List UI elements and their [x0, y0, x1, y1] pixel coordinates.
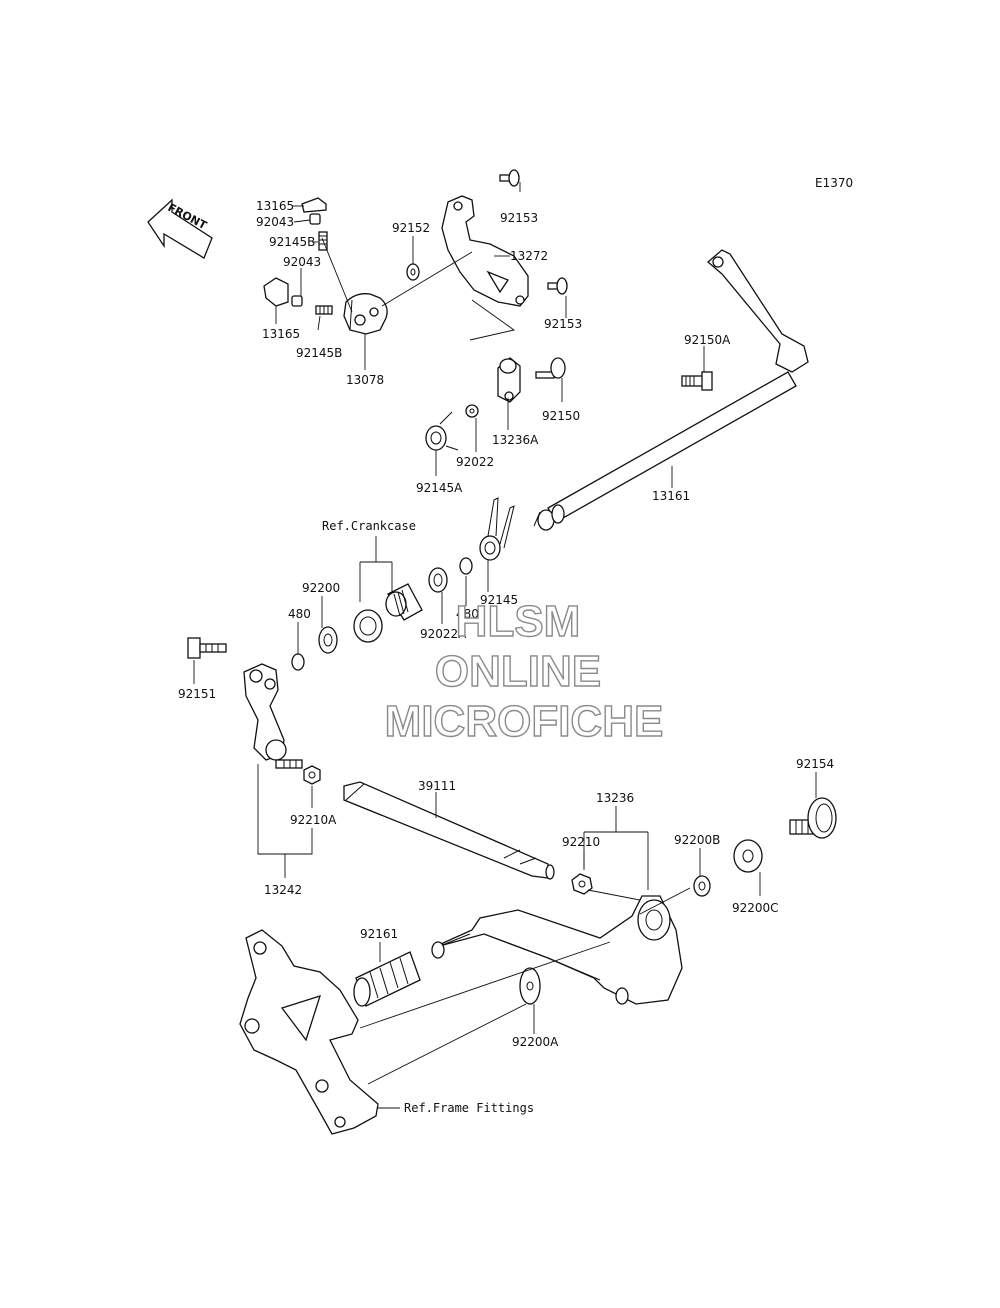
- leaders-right: [639, 772, 817, 915]
- label-39111[interactable]: 39111: [418, 779, 456, 793]
- part-92022-washer[interactable]: [465, 404, 479, 418]
- label-92210[interactable]: 92210: [562, 835, 600, 849]
- watermark-line-1: HLSM: [456, 597, 581, 646]
- part-oil-seal[interactable]: [353, 609, 383, 643]
- label-92022A[interactable]: 92022A: [420, 627, 467, 641]
- label-92161[interactable]: 92161: [360, 927, 398, 941]
- label-13165-upper[interactable]: 13165: [256, 199, 294, 213]
- part-92152-washer[interactable]: [406, 263, 420, 281]
- label-13161[interactable]: 13161: [652, 489, 690, 503]
- part-13242-shift-arm[interactable]: [243, 663, 303, 769]
- part-13078-cam[interactable]: [343, 293, 388, 335]
- leaders-13236: [583, 806, 649, 901]
- part-13272-plate[interactable]: [441, 195, 529, 307]
- part-13161-shaft[interactable]: [533, 249, 809, 531]
- leaders-top-left: [275, 182, 567, 370]
- label-13272[interactable]: 13272: [510, 249, 548, 263]
- label-13078[interactable]: 13078: [346, 373, 384, 387]
- label-13236A[interactable]: 13236A: [492, 433, 539, 447]
- label-92043-upper[interactable]: 92043: [256, 215, 294, 229]
- part-13165-upper[interactable]: [301, 197, 327, 213]
- label-92145A[interactable]: 92145A: [416, 481, 463, 495]
- part-480-circlip-upper[interactable]: [459, 557, 473, 575]
- watermark: HLSM ONLINE MICROFICHE: [384, 596, 664, 746]
- part-92200B-washer[interactable]: [693, 875, 711, 897]
- part-needle-bearing[interactable]: [385, 583, 423, 621]
- label-92200C[interactable]: 92200C: [732, 901, 779, 915]
- part-92154-bolt[interactable]: [789, 797, 837, 839]
- label-13236[interactable]: 13236: [596, 791, 634, 805]
- diagram-code: E1370: [815, 176, 853, 190]
- part-92043-upper[interactable]: [309, 213, 321, 225]
- label-92200A[interactable]: 92200A: [512, 1035, 559, 1049]
- part-92150A-bolt[interactable]: [681, 371, 713, 391]
- label-480-lower[interactable]: 480: [288, 607, 311, 621]
- part-92145-spring[interactable]: [479, 497, 515, 561]
- leaders-frame: [359, 941, 611, 1109]
- label-ref-frame-fittings[interactable]: Ref.Frame Fittings: [404, 1101, 534, 1115]
- part-13236A-link[interactable]: [497, 357, 521, 403]
- leaders-13242: [257, 764, 313, 878]
- part-92153-upper-bolt[interactable]: [499, 169, 520, 187]
- label-13242[interactable]: 13242: [264, 883, 302, 897]
- label-13165-lower[interactable]: 13165: [262, 327, 300, 341]
- label-92150[interactable]: 92150: [542, 409, 580, 423]
- front-arrow-icon: FRONT: [147, 198, 213, 259]
- part-92145B-lower[interactable]: [315, 305, 333, 315]
- label-92200[interactable]: 92200: [302, 581, 340, 595]
- watermark-line-2: ONLINE: [435, 647, 601, 696]
- leaders-upper-middle: [435, 378, 563, 476]
- part-92210-nut[interactable]: [571, 873, 593, 895]
- label-92043-lower[interactable]: 92043: [283, 255, 321, 269]
- part-92153-lower-bolt[interactable]: [547, 277, 568, 295]
- part-92161-rubber[interactable]: [353, 941, 445, 1007]
- label-92153-lower[interactable]: 92153: [544, 317, 582, 331]
- label-92151[interactable]: 92151: [178, 687, 216, 701]
- part-92150-bolt[interactable]: [535, 357, 566, 379]
- label-92022[interactable]: 92022: [456, 455, 494, 469]
- label-92153-upper[interactable]: 92153: [500, 211, 538, 225]
- label-92152[interactable]: 92152: [392, 221, 430, 235]
- part-92043-lower[interactable]: [291, 295, 303, 307]
- label-92145[interactable]: 92145: [480, 593, 518, 607]
- part-39111-tie-rod[interactable]: [343, 781, 555, 880]
- watermark-line-3: MICROFICHE: [385, 697, 664, 746]
- part-92151-bolt[interactable]: [187, 637, 227, 659]
- part-13165-lower[interactable]: [263, 277, 289, 307]
- part-92145A-spring[interactable]: [425, 411, 459, 451]
- part-frame-bracket[interactable]: [239, 929, 379, 1135]
- part-92022A-washer[interactable]: [428, 567, 448, 593]
- part-480-circlip-lower[interactable]: [291, 653, 305, 671]
- part-13236-shift-pedal[interactable]: [431, 895, 683, 1005]
- label-ref-crankcase[interactable]: Ref.Crankcase: [322, 519, 416, 533]
- label-92210A[interactable]: 92210A: [290, 813, 337, 827]
- labels: 13165 92043 92145B 92043 13165 92145B 13…: [178, 199, 834, 1115]
- label-92154[interactable]: 92154: [796, 757, 834, 771]
- part-92200A-washer[interactable]: [519, 967, 541, 1005]
- label-92145B-upper[interactable]: 92145B: [269, 235, 315, 249]
- part-92200-washer[interactable]: [318, 626, 338, 654]
- label-480-upper[interactable]: 480: [456, 607, 479, 621]
- leaders-crankcase: [297, 536, 489, 654]
- label-92145B-lower[interactable]: 92145B: [296, 346, 342, 360]
- part-92210A-nut[interactable]: [303, 765, 321, 785]
- label-92200B[interactable]: 92200B: [674, 833, 720, 847]
- label-92150A[interactable]: 92150A: [684, 333, 731, 347]
- part-92200C-washer[interactable]: [733, 839, 763, 873]
